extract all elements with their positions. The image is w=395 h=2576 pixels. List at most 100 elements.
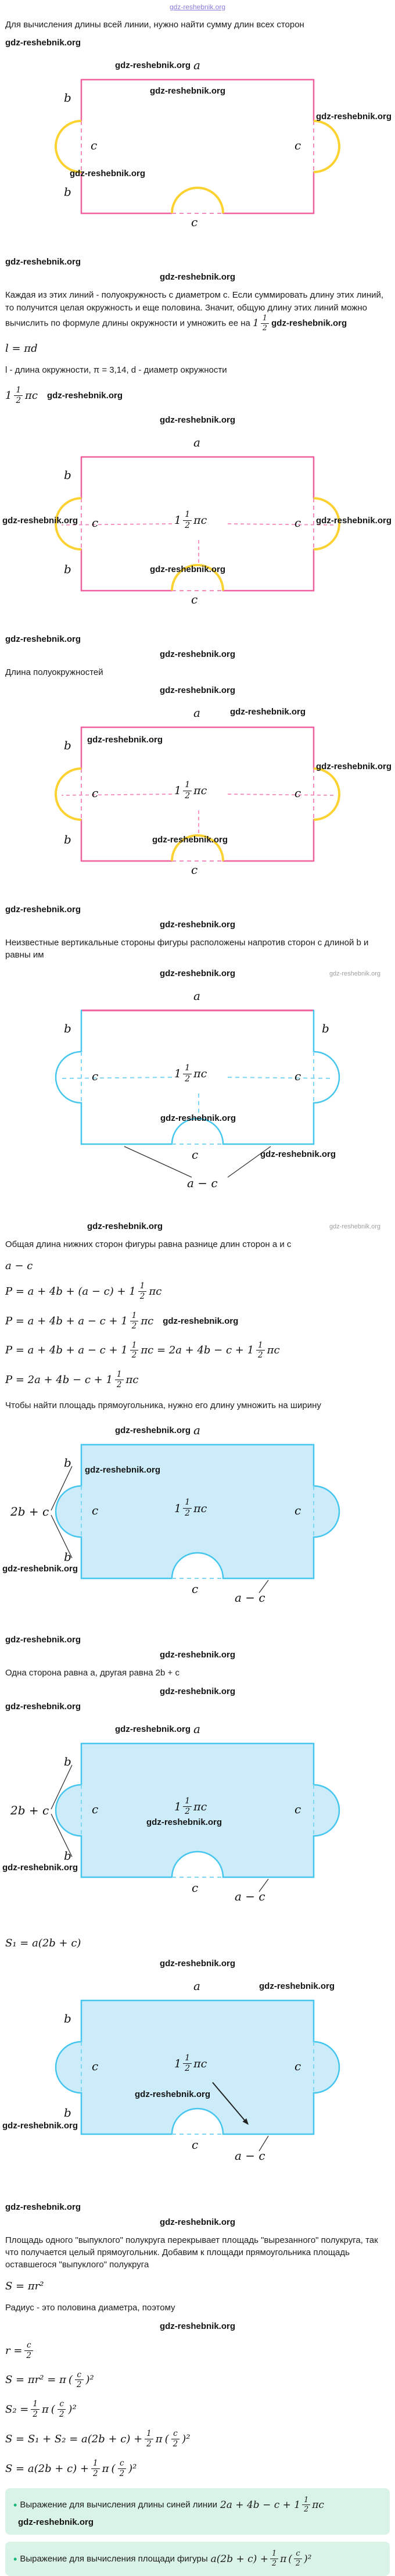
numerator: 1 <box>138 1281 147 1292</box>
watermark: gdz-reshebnik.org <box>271 318 347 328</box>
watermark: gdz-reshebnik.org <box>159 2217 235 2227</box>
formula-text: πc <box>312 2499 324 2511</box>
label-diameter-c-left: c <box>92 1503 99 1518</box>
rectangle-sides <box>80 456 315 592</box>
watermark: gdz-reshebnik.org <box>159 968 235 978</box>
denominator: 2 <box>33 2410 38 2420</box>
formula-text: S = πr² <box>5 2280 44 2293</box>
paragraph-text: Неизвестные вертикальные стороны фигуры … <box>5 938 369 960</box>
watermark: gdz-reshebnik.org <box>160 1113 236 1123</box>
label-diameter-c-bottom: c <box>191 863 198 877</box>
watermark-row: gdz-reshebnik.org <box>5 1959 390 1968</box>
answer-text: Выражение для вычисления длины синей лин… <box>20 2500 217 2510</box>
watermark: gdz-reshebnik.org <box>18 2517 94 2528</box>
watermark-row: gdz-reshebnik.org <box>5 2202 390 2212</box>
paragraph-text: Чтобы найти площадь прямоугольника, нужн… <box>5 1400 321 1410</box>
formula-text: πc <box>149 1285 162 1298</box>
site-link[interactable]: gdz-reshebnik.org <box>169 3 226 11</box>
watermark-row: gdz-reshebnik.org <box>5 257 390 267</box>
paragraph-text: Площадь одного "выпуклого" полукруга пер… <box>5 2235 378 2270</box>
label-leader-lines <box>258 2135 269 2151</box>
numerator: 1 <box>260 314 269 324</box>
label-diameter-c-left: c <box>92 1802 99 1816</box>
watermark: gdz-reshebnik.org <box>146 1817 222 1827</box>
watermark: gdz-reshebnik.org <box>159 2321 235 2331</box>
formula-text: πc <box>193 2057 207 2070</box>
formula-a-minus-c: a − c <box>5 1260 390 1272</box>
watermark: gdz-reshebnik.org <box>2 515 78 526</box>
answer-box-area: • Выражение для вычисления площади фигур… <box>5 2542 390 2576</box>
watermark-row: gdz-reshebnik.org <box>5 905 390 914</box>
rectangle-sides <box>80 79 315 215</box>
watermark: gdz-reshebnik.org <box>70 169 146 179</box>
label-side-b-bottom-left: b <box>64 1550 71 1564</box>
label-diameter-c-right: c <box>295 2059 301 2073</box>
paragraph-semicircles-length: Длина полуокружностей <box>5 666 390 678</box>
label-side-a: a <box>193 1978 200 1993</box>
watermark: gdz-reshebnik.org <box>115 1425 191 1436</box>
label-side-b-top-right: b <box>322 1021 329 1035</box>
label-diameter-c-left: c <box>92 786 99 801</box>
label-diameter-c-bottom: c <box>192 2137 199 2152</box>
denominator: 2 <box>173 2439 178 2449</box>
label-side-b-bottom-left: b <box>64 185 71 199</box>
watermark: gdz-reshebnik.org <box>259 1981 335 1991</box>
formula-text: S₂ = <box>5 2403 29 2416</box>
denominator: 2 <box>116 1380 122 1390</box>
formula-text: πc <box>193 1800 207 1813</box>
formula-text: 1 <box>174 1067 182 1081</box>
numerator: 1 <box>270 2549 279 2560</box>
paragraph-intro: Для вычисления длины всей линии, нужно н… <box>5 19 390 31</box>
label-diameter-c-right: c <box>295 786 301 801</box>
formula-text: P = a + 4b + (a − c) + 1 <box>5 1285 136 1298</box>
watermark-row: gdz-reshebnik.org <box>5 415 390 425</box>
figure-6-canvas <box>51 1742 340 1892</box>
watermark: gdz-reshebnik.org <box>5 1701 81 1712</box>
formula-text: π <box>102 2462 109 2475</box>
watermark: gdz-reshebnik.org <box>159 920 235 930</box>
watermark-row: gdz-reshebnik.org <box>5 920 390 930</box>
diameter-dashed-chords <box>81 1784 314 1878</box>
answer-text: Выражение для вычисления площади фигуры <box>20 2554 208 2564</box>
formula-text: ( <box>164 2432 169 2445</box>
formula-text: l = πd <box>5 342 38 355</box>
label-diameter-c-right: c <box>295 1069 301 1083</box>
watermark: gdz-reshebnik.org <box>163 1316 239 1326</box>
formula-text: π <box>280 2553 287 2565</box>
denominator: 2 <box>258 1350 263 1360</box>
formula-legend: l - длина окружности, π = 3,14, d - диам… <box>5 364 390 376</box>
watermark: gdz-reshebnik.org <box>46 390 123 401</box>
label-diameter-c-right: c <box>295 1503 301 1518</box>
watermark: gdz-reshebnik.org <box>2 1564 78 1574</box>
formula-text: πc <box>141 1314 154 1327</box>
numerator: 1 <box>114 1370 124 1381</box>
figure-5-filled-rectangle: gdz-reshebnik.org a b b 2b + c gdz-reshe… <box>0 1419 395 1629</box>
formula-circumference: l = πd <box>5 342 390 355</box>
formula-text: ( <box>288 2553 292 2565</box>
watermark: gdz-reshebnik.org <box>5 257 81 267</box>
paragraph-sides: Одна сторона равна a, другая равна 2b + … <box>5 1667 390 1679</box>
label-diameter-c-bottom: c <box>191 592 198 606</box>
paragraph-text: Общая длина нижних сторон фигуры равна р… <box>5 1239 292 1249</box>
label-side-b-bottom-left: b <box>64 833 71 847</box>
watermark: gdz-reshebnik.org <box>5 634 81 644</box>
